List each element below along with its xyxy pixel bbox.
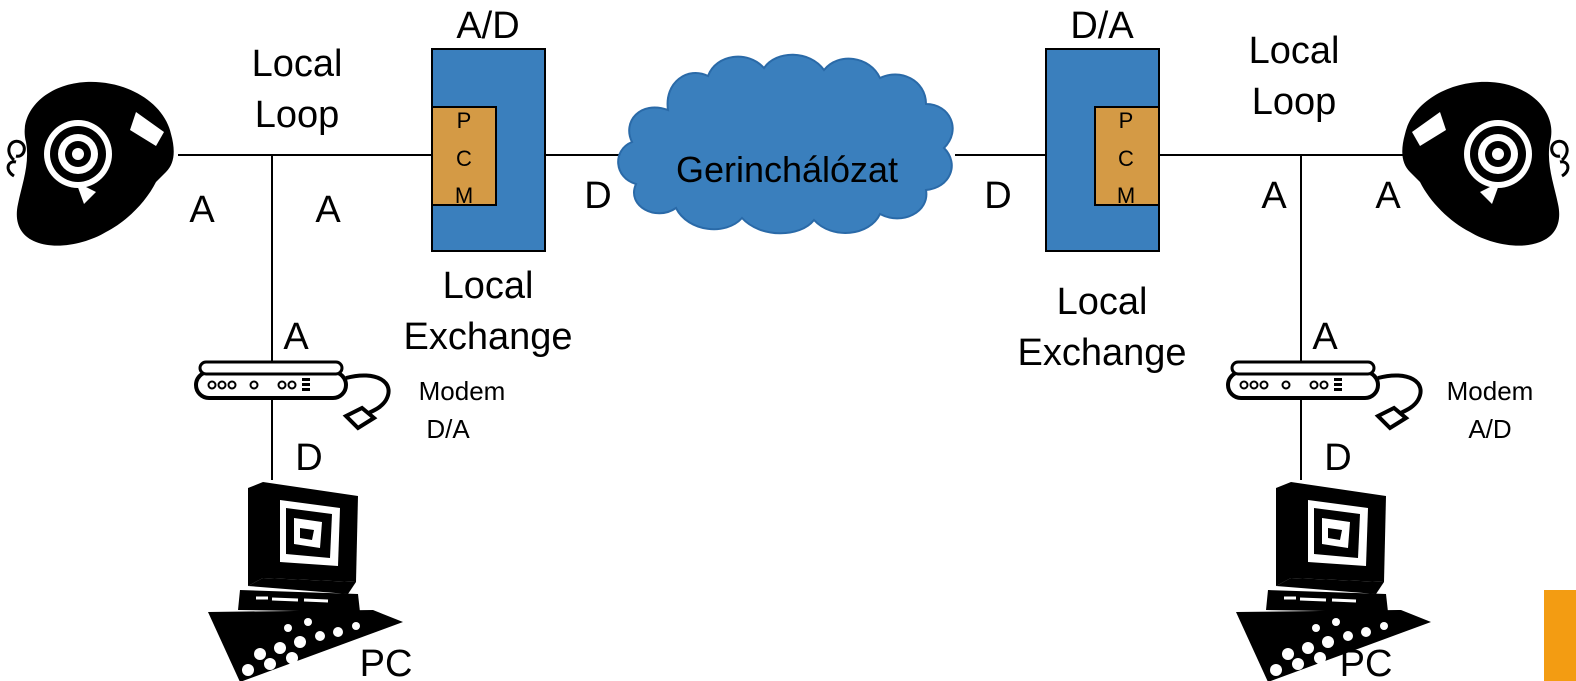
left-signal-modem-bottom: D — [295, 437, 322, 479]
left-modem-icon — [194, 360, 391, 430]
left-pcm-letter-c: C — [456, 146, 472, 171]
right-loop-label-line2: Loop — [1252, 81, 1337, 123]
left-modem-label-line2: D/A — [426, 414, 470, 444]
right-pc-label: PC — [1340, 643, 1393, 681]
left-signal-phone-side: A — [189, 189, 215, 231]
connection-lines — [178, 154, 1430, 480]
left-pc-label: PC — [360, 643, 413, 681]
right-local-exchange: P C M — [1045, 48, 1160, 252]
right-modem-label-line2: A/D — [1468, 414, 1511, 444]
backbone-cloud: Gerinchálózat — [617, 53, 954, 235]
right-signal-line-side: A — [1261, 175, 1287, 217]
left-pcm-letter-m: M — [455, 183, 473, 208]
right-loop-label-line1: Local — [1249, 30, 1340, 72]
left-pcm-box — [431, 106, 497, 206]
right-pcm-letter-m: M — [1117, 183, 1135, 208]
right-modem-icon — [1226, 360, 1423, 430]
left-exchange-label-line1: Local — [443, 265, 534, 307]
right-exchange-label-line1: Local — [1057, 281, 1148, 323]
left-loop-label-line2: Loop — [255, 94, 340, 136]
left-exchange-label-line2: Exchange — [403, 316, 572, 358]
left-local-exchange: P C M — [431, 48, 546, 252]
left-signal-backbone: D — [584, 175, 611, 217]
left-signal-line-side: A — [315, 189, 341, 231]
right-pcm-letter-p: P — [1119, 108, 1134, 133]
left-converter-label: A/D — [456, 5, 519, 47]
right-pcm-letter-c: C — [1118, 146, 1134, 171]
right-signal-backbone: D — [984, 175, 1011, 217]
left-pcm-letter-p: P — [457, 108, 472, 133]
right-converter-label: D/A — [1070, 5, 1134, 47]
right-exchange-label-line2: Exchange — [1017, 332, 1186, 374]
left-signal-modem-top: A — [283, 316, 309, 358]
right-signal-modem-bottom: D — [1324, 437, 1351, 479]
right-pc-icon — [1234, 480, 1433, 681]
right-modem-label-line1: Modem — [1447, 376, 1534, 406]
corner-accent — [1544, 590, 1576, 681]
backbone-label: Gerinchálózat — [676, 149, 898, 190]
left-loop-label-line1: Local — [252, 43, 343, 85]
right-signal-phone-side: A — [1375, 175, 1401, 217]
right-phone-icon — [1400, 80, 1570, 248]
left-modem-label-line1: Modem — [419, 376, 506, 406]
right-signal-modem-top: A — [1312, 316, 1338, 358]
left-phone-icon — [6, 80, 176, 248]
right-pcm-box — [1094, 106, 1160, 206]
